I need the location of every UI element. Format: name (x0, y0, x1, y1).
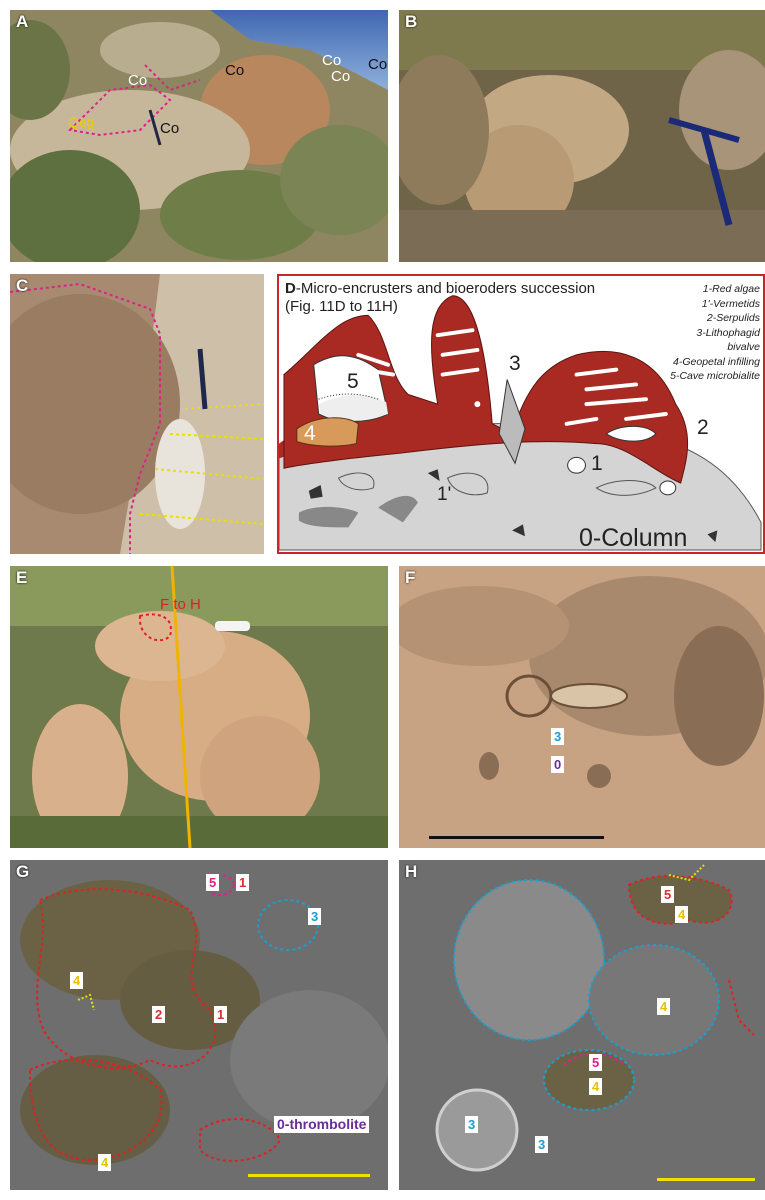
panel-h-image (399, 860, 765, 1190)
f-number-0: 0 (551, 756, 565, 773)
panel-a-photo: A Co Co Co Co Co Co Qeg (10, 10, 388, 262)
scale-bar (657, 1178, 755, 1181)
panel-c-label: C (16, 276, 29, 295)
panel-b-photo: B (399, 10, 765, 262)
panel-e-image (10, 566, 388, 848)
legend-item: 2-Serpulids (706, 312, 760, 324)
panel-a-image (10, 10, 388, 262)
panel-h-label: H (405, 862, 418, 881)
h-number-5: 5 (661, 886, 675, 903)
diagram-number-2: 2 (697, 416, 709, 439)
panel-g-label: G (16, 862, 30, 881)
diagram-column-label: 0-Column (579, 524, 688, 552)
panel-a-label: A (16, 12, 29, 31)
panel-g-photo: G 5 1 3 4 2 1 4 0-thrombolite (10, 860, 388, 1190)
diagram-number-1-prime: 1' (437, 484, 452, 505)
g-number-3: 3 (308, 908, 322, 925)
g-number-1: 1 (214, 1006, 228, 1023)
panel-d-title-line1: -Micro-encrusters and bioeroders success… (295, 280, 596, 297)
diagram-number-4: 4 (304, 422, 316, 445)
panel-h-photo: H 5 4 4 5 4 3 3 (399, 860, 765, 1190)
diagram-number-1: 1 (591, 452, 603, 475)
panel-e-photo: E F to H (10, 566, 388, 848)
legend-item: 3-Lithophagid (696, 326, 760, 339)
legend-item: 4-Geopetal infilling (673, 355, 760, 368)
h-number-4: 4 (657, 998, 671, 1015)
scale-bar (429, 836, 604, 839)
diagram-number-5: 5 (347, 370, 359, 393)
legend-item: 1'-Vermetids (701, 297, 760, 310)
co-label: Co (225, 62, 245, 79)
h-number-4: 4 (589, 1078, 603, 1095)
panel-b-label: B (405, 12, 418, 31)
panel-d-diagram: D-Micro-encrusters and bioeroders succes… (277, 274, 765, 554)
panel-c-image (10, 274, 264, 554)
h-number-5: 5 (589, 1054, 603, 1071)
h-number-3: 3 (465, 1116, 479, 1133)
panel-g-image (10, 860, 388, 1190)
panel-b-image (399, 10, 765, 262)
legend-item: 1-Red algae (702, 283, 760, 295)
panel-d-title-line2: (Fig. 11D to 11H) (285, 298, 398, 315)
g-number-1: 1 (236, 874, 250, 891)
scale-bar (248, 1174, 370, 1177)
thrombolite-label: 0-thrombolite (274, 1116, 370, 1133)
panel-d-legend: 1-Red algae 1'-Vermetids 2-Serpulids 3-L… (670, 282, 760, 384)
legend-item: 5-Cave microbialite (670, 370, 760, 382)
panel-f-label: F (405, 568, 416, 587)
co-label: Co (322, 52, 342, 69)
f-to-h-annotation: F to H (160, 596, 201, 613)
co-label: Co (128, 72, 148, 89)
h-number-3: 3 (535, 1136, 549, 1153)
h-number-4: 4 (675, 906, 689, 923)
legend-item: bivalve (727, 341, 760, 353)
panel-d-label: D (285, 280, 296, 297)
g-number-5: 5 (206, 874, 220, 891)
f-number-3: 3 (551, 728, 565, 745)
panel-d-title: D-Micro-encrusters and bioeroders succes… (285, 280, 595, 316)
panel-d-drawing (279, 295, 762, 551)
panel-c-photo: C (10, 274, 264, 554)
qeg-label: Qeg (68, 114, 95, 130)
g-number-2: 2 (152, 1006, 166, 1023)
g-number-4: 4 (98, 1154, 112, 1171)
co-label: Co (160, 120, 180, 137)
co-label: Co (368, 56, 388, 73)
panel-f-image (399, 566, 765, 848)
diagram-number-3: 3 (509, 352, 521, 375)
co-label: Co (331, 68, 351, 85)
panel-e-label: E (16, 568, 28, 587)
g-number-4: 4 (70, 972, 84, 989)
panel-f-photo: F 3 0 (399, 566, 765, 848)
